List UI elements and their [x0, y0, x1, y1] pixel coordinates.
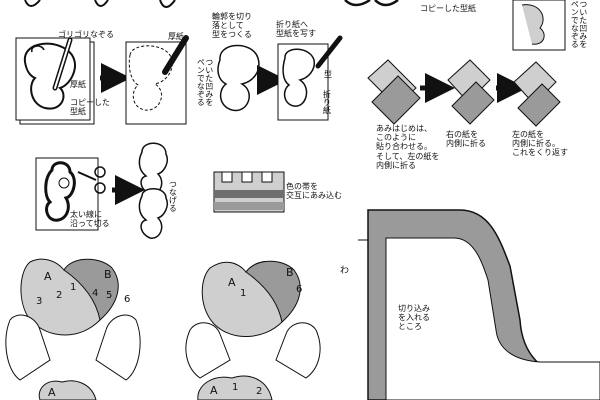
- weave-step3: [513, 61, 561, 127]
- label-fold-copy: 折り紙へ 型紙を写す: [276, 20, 316, 39]
- heart1-num-2: 2: [56, 290, 63, 301]
- label-pen-trace-dent: ついた凹みを ペンでなぞる: [196, 58, 214, 106]
- large-template: [358, 209, 600, 400]
- step3-cut-illustration: [217, 44, 260, 112]
- heart4-num-1: 1: [232, 382, 239, 393]
- label-thick-paper-2: 厚紙: [168, 32, 184, 41]
- label-rub-trace: ゴリゴリなぞる: [58, 30, 114, 39]
- label-copy-template: コピーした 型紙: [70, 98, 110, 117]
- heart1-letter-a: A: [44, 270, 52, 283]
- label-cut-outline: 輪郭を切り 落として 型をつくる: [212, 12, 252, 40]
- heart2-letter-a: A: [228, 276, 236, 289]
- label-connect: つなげる: [168, 180, 178, 212]
- weaving-hands-4: [197, 375, 273, 400]
- heart1-num-3: 3: [36, 296, 43, 307]
- heart3-letter-a: A: [48, 386, 56, 399]
- label-weave-color-strips: 色の帯を 交互にあみ込む: [286, 182, 342, 201]
- heart1-num-5: 5: [106, 290, 113, 301]
- heart1-num-4: 4: [92, 288, 99, 299]
- label-template: 型: [324, 70, 332, 79]
- label-wa-mark: わ: [340, 266, 350, 276]
- strip-weave-grid: [213, 171, 285, 213]
- label-cut-slit: 切り込み を入れる ところ: [398, 304, 430, 332]
- step2-trace-illustration: [125, 35, 189, 125]
- weaving-hands-1: [5, 258, 141, 381]
- heart2-num-1: 1: [240, 288, 247, 299]
- label-copy-template-top: コピーした型紙: [420, 4, 476, 13]
- heart1-num-6: 6: [124, 294, 131, 305]
- heart1-letter-b: B: [104, 268, 112, 281]
- weave-step1: [367, 59, 421, 125]
- label-fold-right-inward: 右の紙を 内側に折る: [446, 130, 486, 149]
- heart1-num-1: 1: [70, 282, 77, 293]
- heart2-letter-b: B: [286, 266, 294, 279]
- heart4-letter-a: A: [210, 384, 218, 397]
- heart4-num-2: 2: [256, 386, 263, 397]
- label-dent-trace-top: ついた凹みを ペンでなぞる: [570, 0, 588, 48]
- heart2-num-6: 6: [296, 284, 303, 295]
- connected-pieces-illustration: [138, 142, 169, 239]
- label-thick-paper: 厚紙: [70, 80, 86, 89]
- label-origami: 折り紙: [322, 90, 332, 114]
- label-thick-line-cut: 太い線に 沿って切る: [70, 210, 110, 229]
- weave-step2: [447, 59, 495, 125]
- label-weave-start: あみはじめは、 このように 貼り合わせる。 そして、左の紙を 内側に折る: [376, 124, 440, 170]
- top-right-template: [512, 0, 566, 51]
- step4-fold-illustration: [277, 35, 343, 121]
- weaving-hands-3: [38, 380, 97, 400]
- top-cropped-shapes: [24, 0, 399, 8]
- step1-rubbing-illustration: [15, 37, 95, 125]
- template-cut-illustration: [35, 157, 106, 231]
- weaving-hands-2: [185, 260, 321, 379]
- label-fold-left-inward: 左の紙を 内側に折る。 これをくり返す: [512, 130, 568, 158]
